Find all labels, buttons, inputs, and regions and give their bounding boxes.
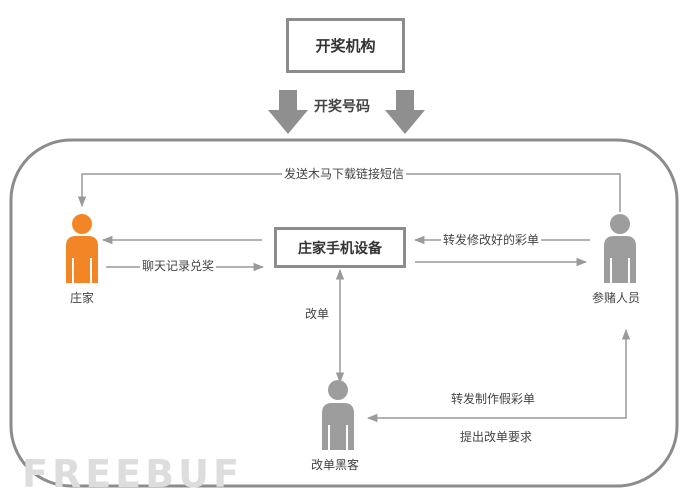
dealer-phone-label: 庄家手机设备 [298, 240, 382, 257]
lottery-org-label: 开奖机构 [315, 37, 376, 55]
down-arrow-right [385, 90, 425, 134]
forward-fake-label: 转发制作假彩单 [451, 392, 536, 406]
hacker-person-icon [322, 380, 354, 450]
system-container [9, 138, 679, 488]
lottery-org-box: 开奖机构 [286, 18, 405, 73]
chat-redeem-label: 聊天记录兑奖 [140, 259, 217, 273]
winning-numbers-label: 开奖号码 [314, 99, 370, 115]
freebuf-watermark: FREEBUF [22, 452, 243, 496]
dealer-phone-box: 庄家手机设备 [274, 227, 406, 268]
bettor-label: 参赌人员 [592, 291, 641, 305]
bettor-person-icon [604, 214, 636, 283]
forward-modified-label: 转发修改好的彩单 [441, 233, 542, 247]
trojan-sms-label: 发送木马下载链接短信 [282, 167, 407, 181]
dealer-label: 庄家 [70, 291, 95, 305]
modify-label: 改单 [305, 307, 330, 321]
request-modify-label: 提出改单要求 [460, 430, 533, 444]
hacker-label: 改单黑客 [311, 458, 360, 472]
hacker-bettor-line [366, 328, 631, 423]
dealer-person-icon [66, 214, 98, 283]
down-arrow-left [268, 90, 308, 134]
